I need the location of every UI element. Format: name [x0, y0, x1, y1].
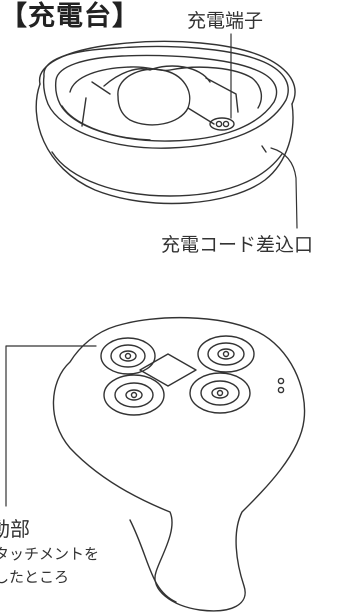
charger-title: 【充電台】 [0, 1, 140, 32]
vibration-part-label: 動部 [0, 517, 30, 541]
attachment-caption-line2: したところ [0, 568, 70, 586]
charging-terminal-label: 充電端子 [187, 10, 264, 32]
charging-stand-illustration [35, 33, 298, 229]
attachment-caption-line1: タッチメントを [0, 545, 100, 563]
cord-inlet-label: 充電コード差込口 [161, 234, 314, 256]
massager-illustration [5, 316, 306, 612]
